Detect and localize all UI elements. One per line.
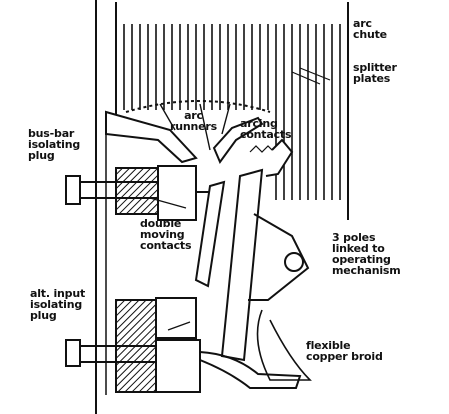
arc-runners xyxy=(159,103,275,153)
leader-lines xyxy=(149,67,331,331)
moving-contact-arm xyxy=(194,138,312,381)
alt-input-plug xyxy=(65,297,302,393)
bus-bar-plug xyxy=(65,110,264,221)
rear-panel xyxy=(95,0,117,414)
